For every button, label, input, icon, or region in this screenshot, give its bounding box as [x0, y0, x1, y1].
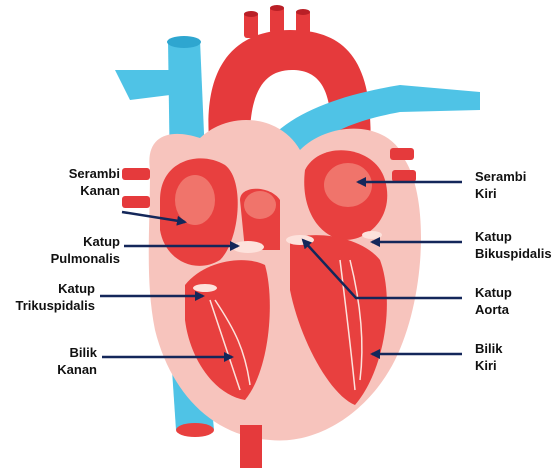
label-katup-pulmonalis: Katup Pulmonalis [51, 233, 120, 267]
label-serambi-kanan: Serambi Kanan [69, 165, 120, 199]
vessel-stub-left-2 [122, 196, 150, 208]
left-pulmonary-vessel [115, 70, 170, 100]
label-serambi-kiri: Serambi Kiri [475, 168, 526, 202]
vessel-stub-right-2 [392, 170, 416, 182]
vessel-stub-left-1 [122, 168, 150, 180]
tricuspid-valve [193, 284, 217, 292]
label-bilik-kanan: Bilik Kanan [57, 344, 97, 378]
descending-aorta [240, 425, 262, 468]
label-katup-bikuspidalis: Katup Bikuspidalis [475, 228, 552, 262]
label-katup-trikuspidalis: Katup Trikuspidalis [16, 280, 95, 314]
vessel-stub-right-1 [390, 148, 414, 160]
bicuspid-valve [362, 231, 382, 239]
aortic-valve [286, 235, 314, 245]
label-bilik-kiri: Bilik Kiri [475, 340, 502, 374]
label-katup-aorta: Katup Aorta [475, 284, 512, 318]
